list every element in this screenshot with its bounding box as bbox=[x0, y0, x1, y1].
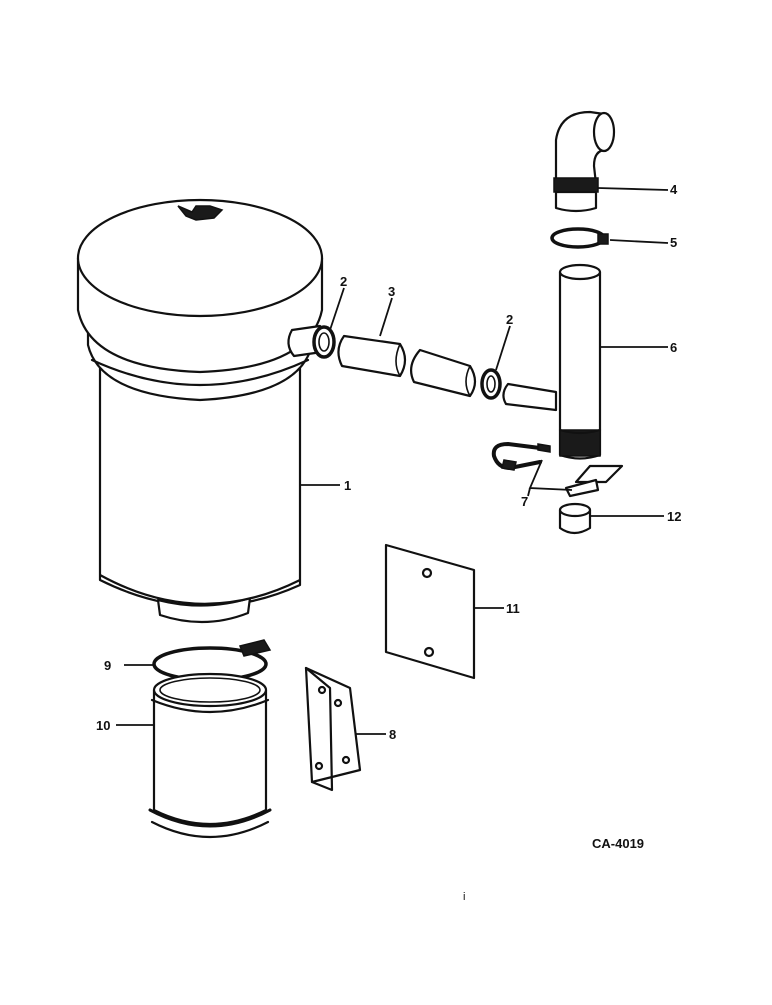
intake-pipe bbox=[502, 263, 602, 460]
callout-7: 7 bbox=[521, 494, 528, 509]
mounting-bracket bbox=[304, 666, 362, 792]
drawing-code: CA-4019 bbox=[592, 836, 644, 851]
callout-2-right: 2 bbox=[506, 312, 513, 327]
callout-8: 8 bbox=[389, 727, 396, 742]
sleeve bbox=[558, 502, 592, 535]
intake-hose bbox=[337, 334, 477, 398]
callout-10: 10 bbox=[96, 718, 110, 733]
callout-5: 5 bbox=[670, 235, 677, 250]
page-mark: i bbox=[463, 891, 465, 903]
callout-3: 3 bbox=[388, 284, 395, 299]
hose-clamp bbox=[550, 227, 609, 249]
callout-2-left: 2 bbox=[340, 274, 347, 289]
mounting-plate bbox=[384, 543, 476, 680]
dust-cup bbox=[148, 672, 272, 839]
sealing-ring-right bbox=[480, 368, 502, 400]
callout-4: 4 bbox=[670, 182, 678, 197]
callout-1: 1 bbox=[344, 478, 351, 493]
air-cleaner-body bbox=[76, 198, 324, 624]
callout-11: 11 bbox=[506, 601, 520, 616]
callout-9: 9 bbox=[104, 658, 111, 673]
callout-12: 12 bbox=[667, 509, 681, 524]
callout-labels: 1 2 2 3 4 5 6 7 8 9 10 11 12 bbox=[96, 182, 681, 742]
precleaner-cap bbox=[553, 110, 616, 213]
leader-lines bbox=[116, 187, 669, 735]
callout-6: 6 bbox=[670, 340, 677, 355]
sealing-ring-left bbox=[312, 325, 336, 359]
u-bolt-assembly bbox=[491, 442, 624, 498]
